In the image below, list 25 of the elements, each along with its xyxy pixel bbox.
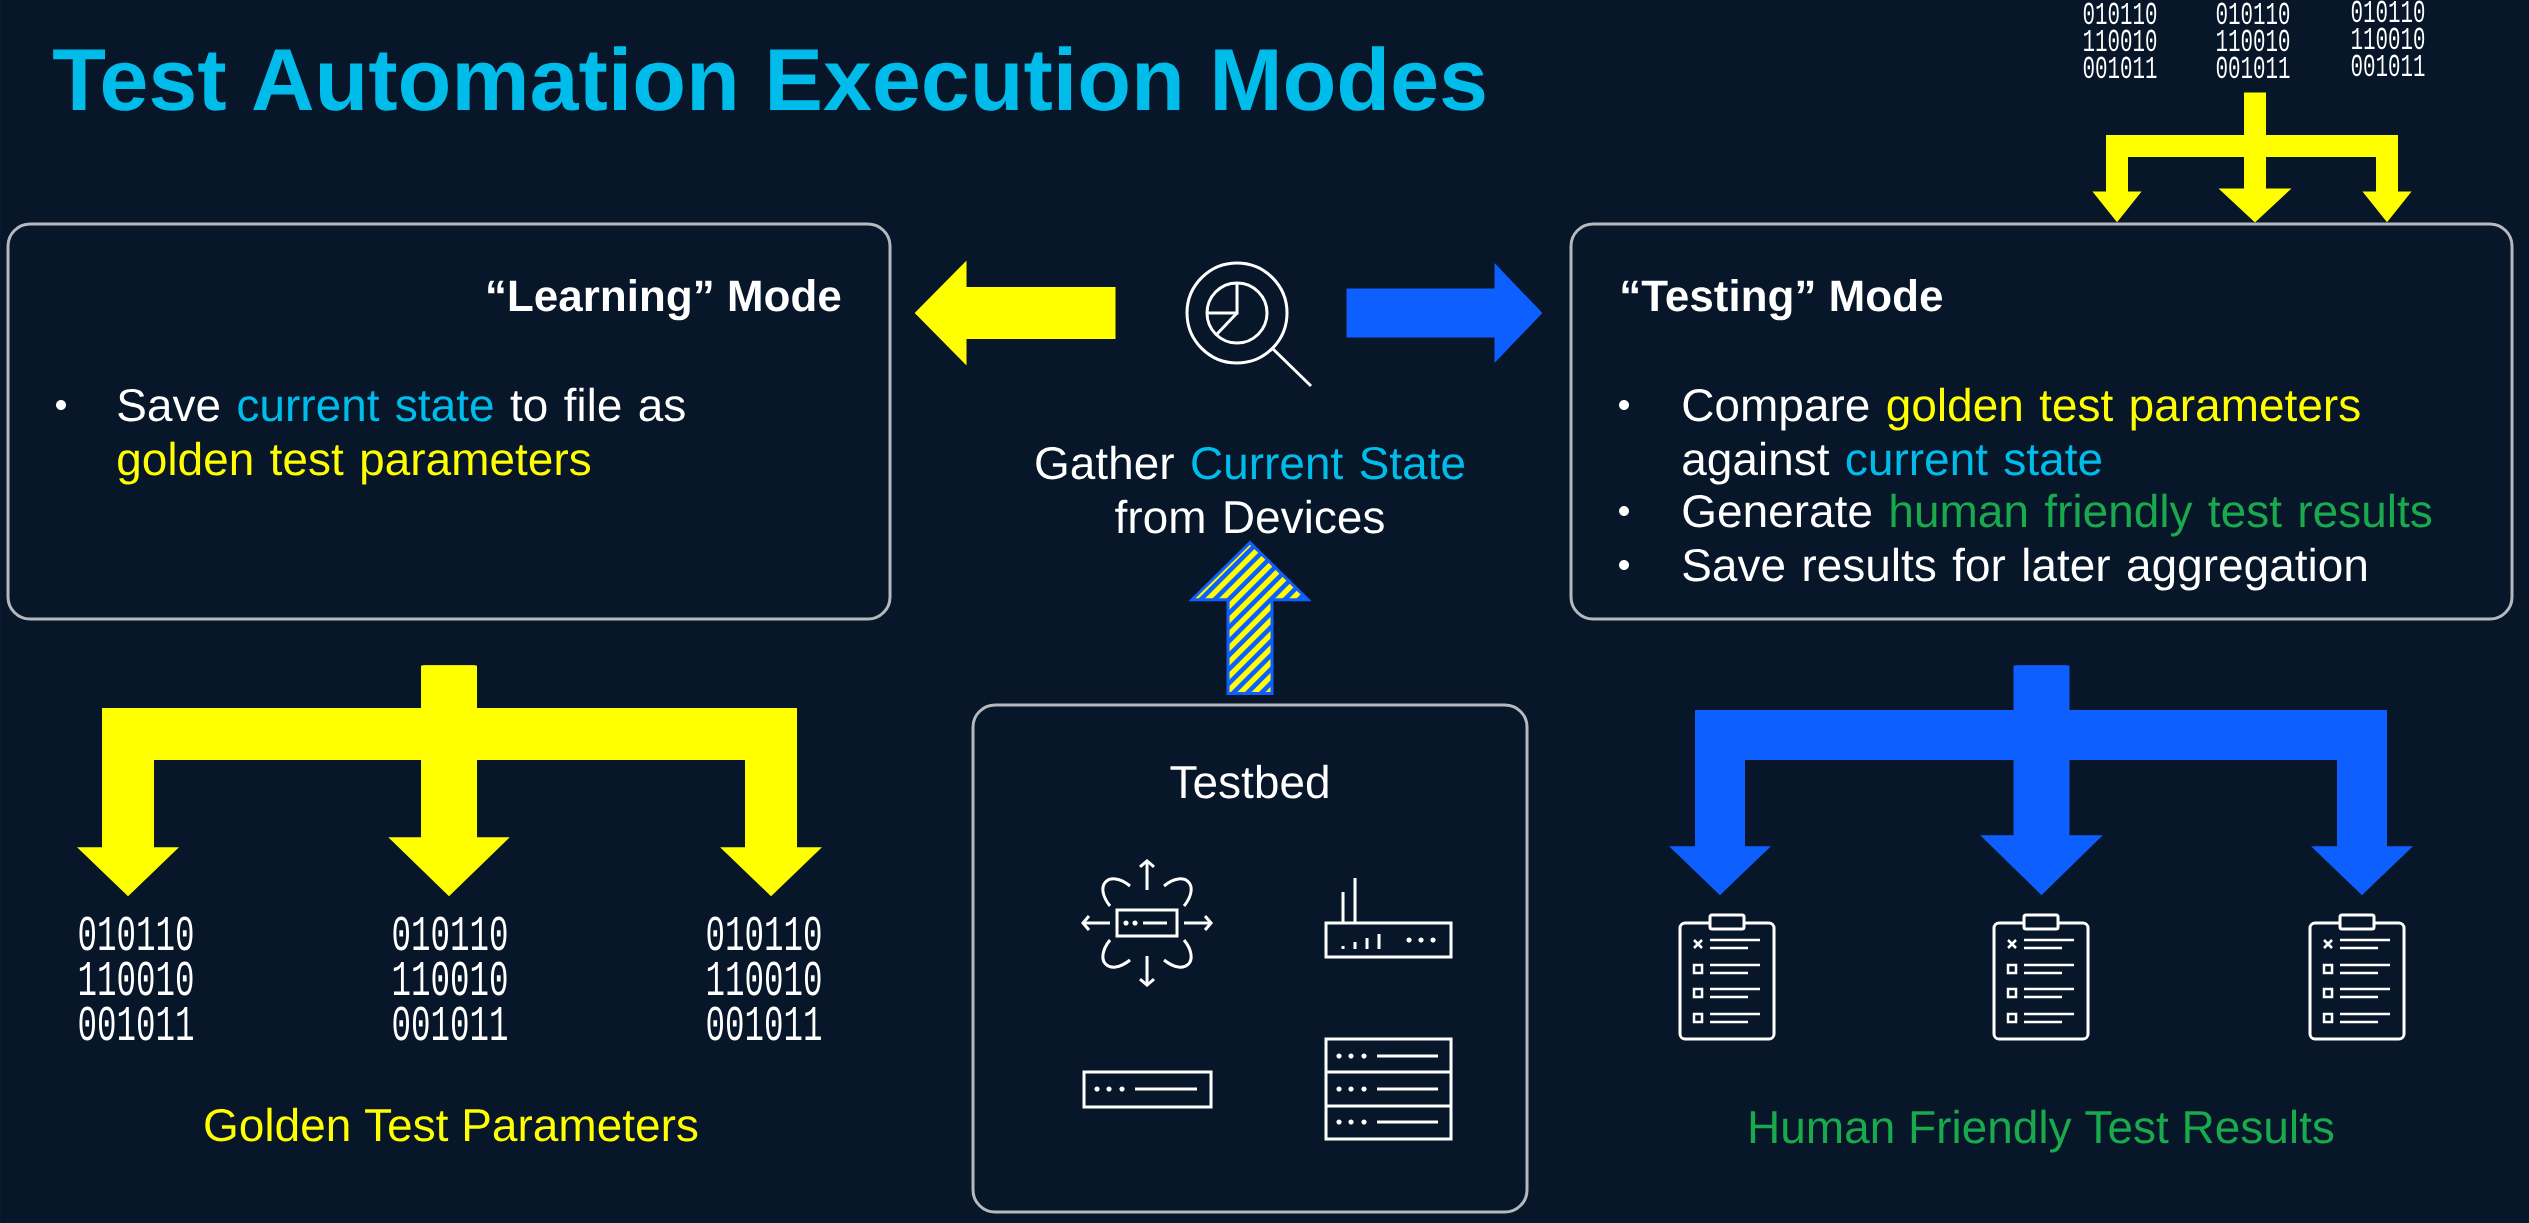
clipboard-icon <box>1678 913 1776 1041</box>
bullet-text: Compare golden test parameters against current state <box>1683 387 2360 485</box>
group-caption: Golden Test Parameters <box>205 1107 698 1142</box>
binary-code: 010110 110010 001011 <box>707 916 821 1041</box>
panel-heading: “Testing” Mode <box>1622 279 1942 321</box>
bullet-text: Save current state to file as golden test parameters <box>118 387 685 485</box>
mode-panel <box>6 222 892 621</box>
testbed-panel <box>971 703 1529 1214</box>
icon-caption: Gather Current State from Devices <box>1036 445 1464 534</box>
magnifier-icon <box>1185 261 1313 388</box>
bullet-text: Generate human friendly test results <box>1683 493 2432 537</box>
group-caption: Human Friendly Test Results <box>1750 1109 2334 1153</box>
binary-code: 010110 110010 001011 <box>2083 2 2157 79</box>
clipboard-icon <box>2308 913 2406 1041</box>
bullet-text: Save results for later aggregation <box>1683 547 2366 591</box>
clipboard-icon <box>1992 913 2090 1041</box>
title: Test Automation Execution Modes <box>53 46 1485 111</box>
binary-code: 010110 110010 001011 <box>79 916 193 1041</box>
striped-arrow <box>1188 540 1312 695</box>
binary-code: 010110 110010 001011 <box>393 916 507 1041</box>
mode-panel <box>1569 222 2514 621</box>
binary-code: 010110 110010 001011 <box>2351 0 2425 77</box>
panel-heading: Testbed <box>1170 764 1328 799</box>
binary-code: 010110 110010 001011 <box>2216 2 2290 79</box>
panel-heading: “Learning” Mode <box>488 279 841 321</box>
